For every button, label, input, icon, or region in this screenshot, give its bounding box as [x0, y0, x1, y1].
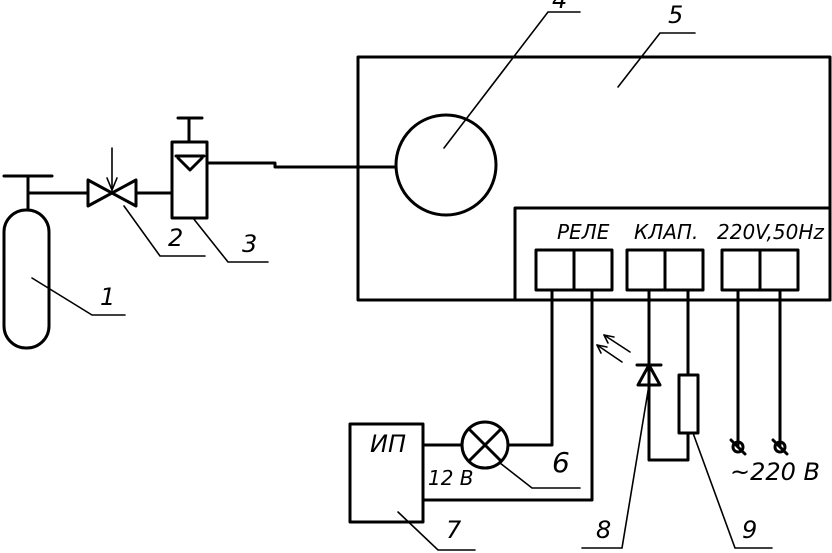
relay-wire-return [421, 288, 594, 502]
leader-4 [443, 11, 581, 149]
resistor [677, 373, 700, 435]
mains-leads [729, 288, 789, 456]
power-supply-label: ИП [370, 430, 406, 458]
gas-cylinder [2, 174, 54, 350]
valve-label: КЛАП. [634, 220, 698, 244]
callout-2: 2 [168, 224, 183, 252]
leader-1 [31, 277, 126, 316]
indicator-lamp [460, 420, 510, 470]
leader-7 [397, 511, 476, 551]
leader-8 [581, 384, 650, 549]
callout-3: 3 [242, 230, 257, 258]
leader-3 [192, 217, 269, 263]
callout-9: 9 [742, 516, 757, 544]
test-chamber [394, 113, 498, 217]
mains-label: 220V,50Hz [717, 220, 824, 244]
callout-7: 7 [446, 516, 462, 544]
photodiode [596, 334, 663, 387]
callout-8: 8 [596, 516, 611, 544]
valve-terminals [625, 248, 705, 292]
power-supply [348, 422, 425, 524]
power-supply-voltage: 12 В [428, 466, 474, 490]
relay-label: РЕЛЕ [557, 220, 610, 244]
shutoff-valve [86, 147, 138, 208]
callout-6: 6 [552, 446, 570, 479]
valve-wire-diode [647, 288, 690, 462]
relay-wire-lamp [421, 288, 554, 447]
leader-6 [499, 462, 581, 489]
terminal-panel [513, 206, 832, 302]
leader-9 [692, 432, 773, 549]
gas-pipe-3 [205, 161, 398, 169]
mains-terminals [720, 248, 800, 292]
relay-terminals [534, 248, 614, 292]
callout-5: 5 [668, 1, 683, 29]
callout-1: 1 [100, 283, 115, 311]
leader-5 [617, 32, 696, 88]
mains-output-label: ~220 В [730, 458, 820, 486]
leader-2 [123, 205, 206, 257]
callout-4: 4 [552, 0, 567, 14]
flowmeter [170, 116, 209, 220]
